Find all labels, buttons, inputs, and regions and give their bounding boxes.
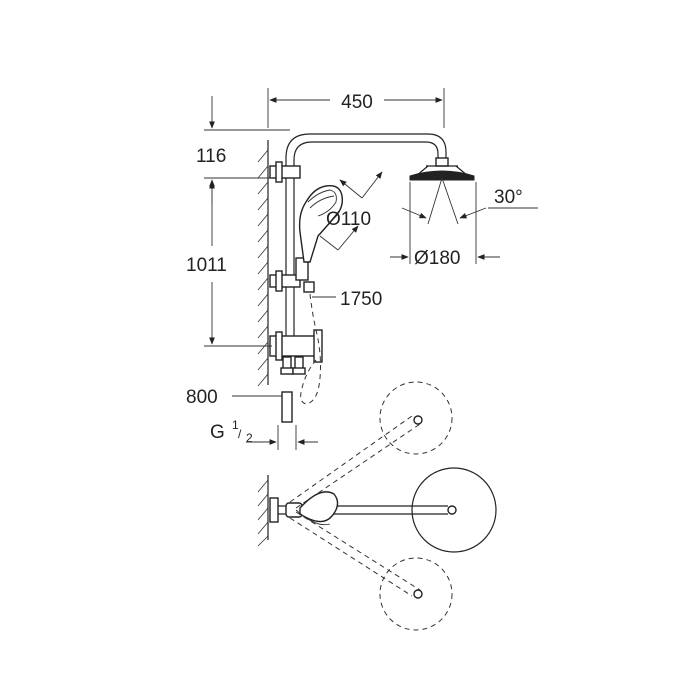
dimension-width-top: 450 (267, 88, 445, 128)
wall-front-view (257, 140, 269, 387)
dimension-hose-length: 1750 (312, 289, 382, 310)
top-view-shower-arm (278, 467, 497, 553)
dimension-head-shower-diameter: Ø180 (390, 182, 500, 269)
head-shower-side-view (409, 157, 475, 181)
svg-text:/: / (238, 427, 242, 441)
hand-shower (298, 185, 344, 263)
hand-shower-diameter-label: Ø110 (326, 209, 371, 230)
shower-riser-pipe (269, 133, 447, 375)
tilt-angle-label: 30° (494, 187, 523, 208)
dimension-tilt-angle: 30° (401, 177, 538, 225)
swivel-position-lower (289, 511, 453, 631)
width-top-label: 450 (341, 92, 373, 113)
head-shower-top-view (411, 467, 497, 553)
thread-numerator: 1 (232, 418, 239, 432)
dimension-height-upper: 116 (196, 96, 290, 204)
dimension-hand-shower-diameter: Ø110 (319, 171, 383, 251)
thread-letter: G (210, 422, 225, 443)
dimension-outlet-height: 800 (186, 387, 293, 423)
thread-denominator: 2 (246, 431, 253, 445)
dimension-thread-size: G 1 / 2 (210, 418, 318, 450)
hand-shower-slider (295, 257, 309, 281)
height-main-label: 1011 (186, 255, 227, 276)
head-shower-diameter-label: Ø180 (414, 248, 460, 269)
height-upper-label: 116 (196, 146, 226, 167)
swivel-position-upper (289, 381, 453, 509)
upper-wall-bracket (269, 165, 301, 179)
wall-top-view (257, 475, 279, 547)
outlet-height-label: 800 (186, 387, 218, 408)
shower-hose (300, 293, 321, 405)
hose-length-label: 1750 (340, 289, 382, 310)
dimension-height-main: 1011 (186, 181, 272, 347)
